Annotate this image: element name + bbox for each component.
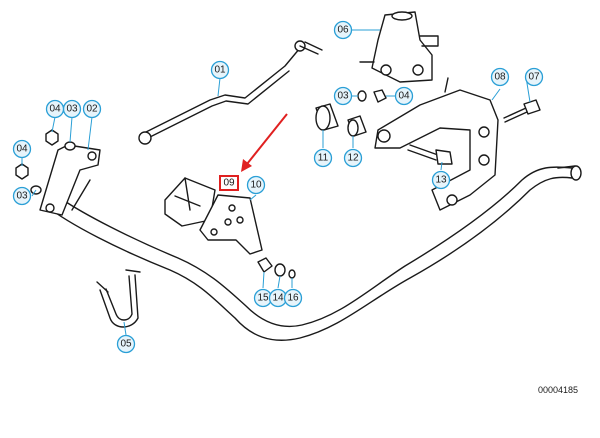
callout-03-valve[interactable]: 03	[333, 86, 353, 106]
lower-fasteners	[257, 257, 296, 279]
callout-label: 08	[494, 72, 506, 83]
callout-label: 11	[318, 153, 329, 164]
callout-16[interactable]: 16	[283, 288, 303, 308]
highlight-box	[219, 175, 239, 191]
callout-02[interactable]: 02	[82, 99, 102, 119]
mount-bracket-09	[164, 177, 216, 227]
callout-label: 03	[66, 104, 78, 115]
callout-label: 04	[49, 104, 61, 115]
callout-11[interactable]: 11	[313, 148, 333, 168]
callout-09-label: 09	[223, 178, 235, 189]
callout-10[interactable]: 10	[246, 175, 266, 195]
callout-label: 05	[120, 339, 132, 350]
callout-label: 13	[435, 175, 447, 186]
callout-05[interactable]: 05	[116, 334, 136, 354]
linkage-rod	[138, 40, 323, 145]
callout-label: 07	[528, 72, 540, 83]
callout-07[interactable]: 07	[524, 67, 544, 87]
callout-03-left-low[interactable]: 03	[12, 186, 32, 206]
callout-08[interactable]: 08	[490, 67, 510, 87]
callout-label: 01	[214, 65, 226, 76]
callout-label: 12	[347, 153, 359, 164]
callout-label: 06	[337, 25, 349, 36]
callout-03-left-top[interactable]: 03	[62, 99, 82, 119]
valve-fasteners	[357, 89, 387, 103]
callout-15[interactable]: 15	[253, 288, 273, 308]
valve-06	[359, 11, 439, 83]
callout-12[interactable]: 12	[343, 148, 363, 168]
callout-label: 03	[16, 191, 28, 202]
callout-label: 10	[250, 180, 262, 191]
left-link-bracket	[39, 144, 101, 216]
bushings	[315, 103, 367, 137]
right-bracket-08	[374, 77, 499, 211]
callout-label: 14	[272, 293, 284, 304]
callout-label: 15	[257, 293, 269, 304]
stabilizer-bar	[44, 165, 582, 341]
callout-label: 04	[16, 144, 28, 155]
bolt-13	[407, 144, 453, 165]
callout-09-highlighted[interactable]: 09	[219, 175, 239, 191]
diagram-id-label: 00004185	[538, 385, 578, 395]
u-bolt	[96, 269, 141, 328]
callout-04-left-top[interactable]: 04	[45, 99, 65, 119]
callout-04-left-mid[interactable]: 04	[12, 139, 32, 159]
callout-label: 03	[337, 91, 349, 102]
callout-06[interactable]: 06	[333, 20, 353, 40]
callout-04-valve[interactable]: 04	[394, 86, 414, 106]
mount-plate-10	[199, 194, 263, 255]
callout-13[interactable]: 13	[431, 170, 451, 190]
highlight-arrow	[241, 113, 288, 172]
callout-label: 04	[398, 91, 410, 102]
callout-label: 16	[287, 293, 299, 304]
callout-label: 02	[86, 104, 98, 115]
callout-01[interactable]: 01	[210, 60, 230, 80]
bolt-07	[503, 99, 541, 123]
